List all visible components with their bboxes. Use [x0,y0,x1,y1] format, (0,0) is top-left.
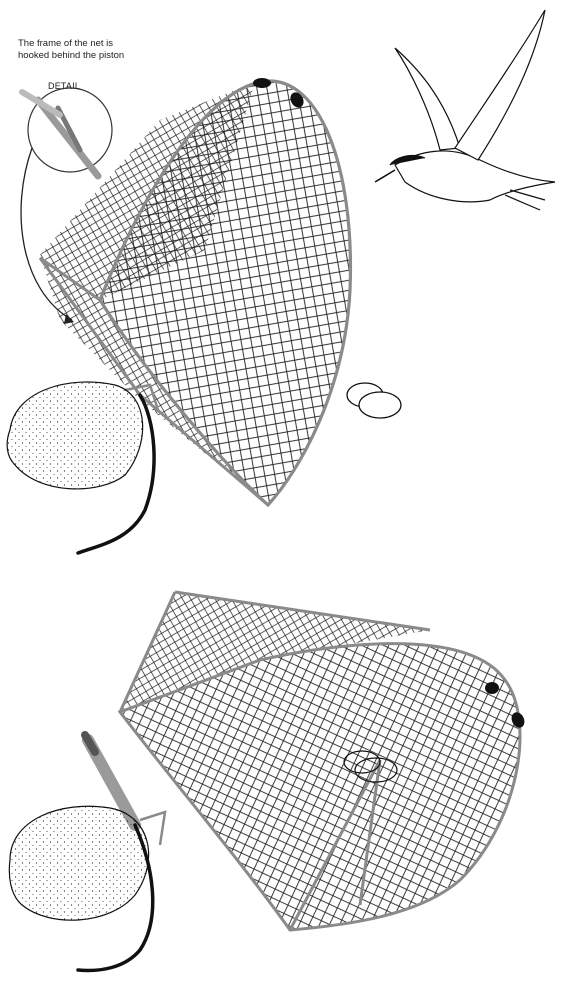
stone-icon [7,382,143,489]
stone-icon [9,806,148,920]
tern-bird-icon [375,10,555,210]
frame-clip [485,682,499,694]
trap-closed-figure [9,592,526,970]
frame-clip [253,78,271,88]
caption-line-2: hooked behind the piston [18,50,124,62]
detail-label: DETAIL [48,81,80,91]
caption-line-1: The frame of the net is [18,38,124,50]
egg-ring [359,392,401,418]
detail-caption: The frame of the net is hooked behind th… [18,38,124,62]
